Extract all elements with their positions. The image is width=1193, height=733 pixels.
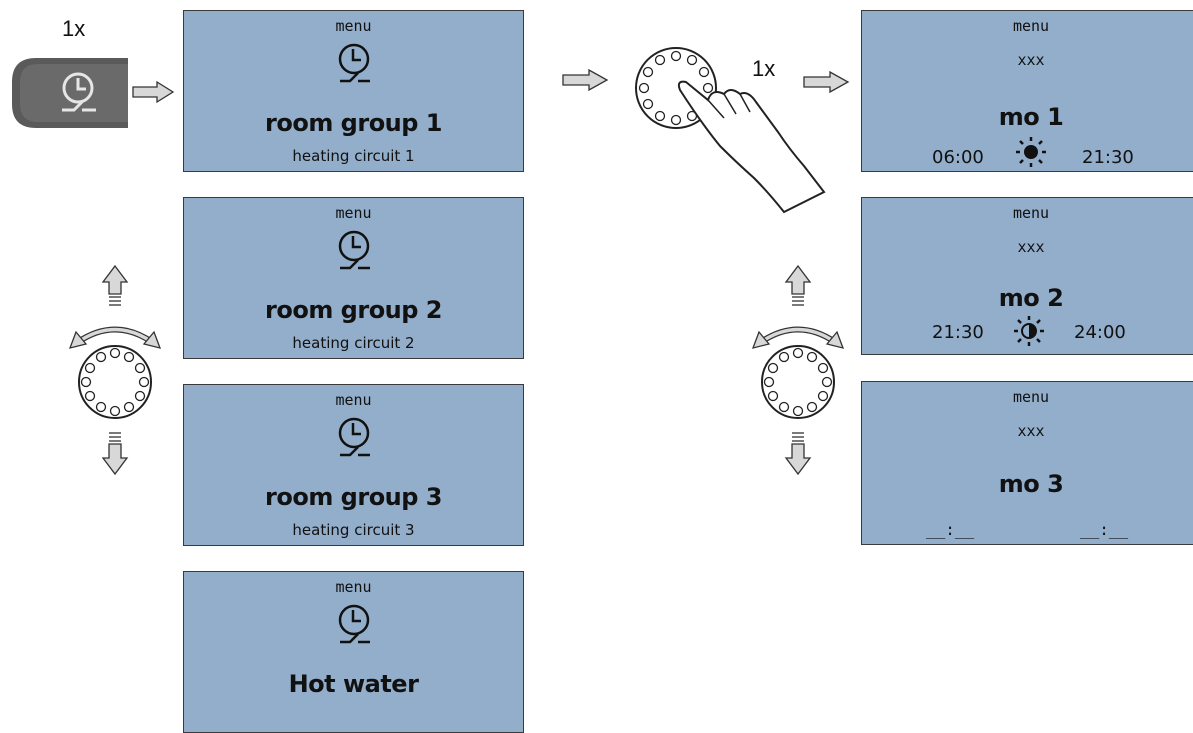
menu-label: menu: [1012, 388, 1050, 406]
press-count-label: 1x: [62, 16, 86, 41]
arrow-right-icon: [132, 80, 175, 104]
screen-title: mo 3: [998, 470, 1064, 498]
half-sun-icon: [1014, 316, 1044, 346]
program-code: xxx: [1017, 422, 1045, 440]
lcd-screen-mo-3: menu xxx mo 3 __:__ __:__: [861, 381, 1193, 545]
press-count-label: 1x: [752, 56, 776, 81]
arrow-up-icon: [101, 264, 129, 306]
clock-icon: [62, 72, 96, 112]
lcd-screen-mo-2: menu xxx mo 2 21:30 24:00: [861, 197, 1193, 355]
end-time: 24:00: [1074, 322, 1126, 343]
lcd-screen-hot-water: menu Hot water: [183, 571, 524, 733]
lcd-screen-room-group-1: menu room group 1 heating circuit 1: [183, 10, 524, 172]
program-code: xxx: [1017, 51, 1045, 69]
rotate-arrow-icon: [751, 326, 845, 349]
screen-subtitle: heating circuit 2: [292, 334, 415, 352]
lcd-screen-room-group-3: menu room group 3 heating circuit 3: [183, 384, 524, 546]
lcd-screen-mo-1: menu xxx mo 1 06:00 21:30: [861, 10, 1193, 172]
screen-title: Hot water: [288, 670, 419, 698]
rotary-knob-left[interactable]: [60, 262, 170, 482]
rotary-knob-right[interactable]: [743, 262, 853, 482]
lcd-screen-room-group-2: menu room group 2 heating circuit 2: [183, 197, 524, 359]
start-time: 21:30: [932, 322, 984, 343]
end-time: __:__: [1080, 520, 1129, 539]
end-time: 21:30: [1082, 147, 1134, 168]
screen-subtitle: heating circuit 1: [292, 147, 415, 165]
program-code: xxx: [1017, 238, 1045, 256]
clock-icon: [338, 230, 370, 270]
hand-pressing-knob-icon[interactable]: [628, 42, 828, 214]
screen-title: room group 1: [265, 109, 443, 137]
start-time: 06:00: [932, 147, 984, 168]
menu-label: menu: [335, 578, 372, 596]
screen-title: room group 3: [265, 483, 443, 511]
clock-program-button[interactable]: [8, 52, 128, 134]
screen-title: mo 1: [998, 103, 1064, 131]
menu-label: menu: [1012, 17, 1050, 35]
arrow-down-icon: [784, 432, 812, 476]
menu-label: menu: [1012, 204, 1050, 222]
clock-icon: [338, 604, 370, 644]
arrow-down-icon: [101, 432, 129, 476]
menu-label: menu: [335, 17, 372, 35]
screen-title: mo 2: [998, 284, 1064, 312]
menu-label: menu: [335, 391, 372, 409]
arrow-up-icon: [784, 264, 812, 306]
screen-subtitle: heating circuit 3: [292, 521, 415, 539]
screen-title: room group 2: [265, 296, 443, 324]
arrow-right-icon: [562, 68, 609, 92]
rotate-arrow-icon: [68, 326, 162, 349]
knob-icon: [78, 345, 152, 419]
knob-icon: [761, 345, 835, 419]
clock-icon: [338, 43, 370, 83]
menu-label: menu: [335, 204, 372, 222]
arrow-right-icon: [803, 70, 850, 94]
sun-icon: [1016, 137, 1046, 167]
start-time: __:__: [926, 520, 975, 539]
clock-icon: [338, 417, 370, 457]
